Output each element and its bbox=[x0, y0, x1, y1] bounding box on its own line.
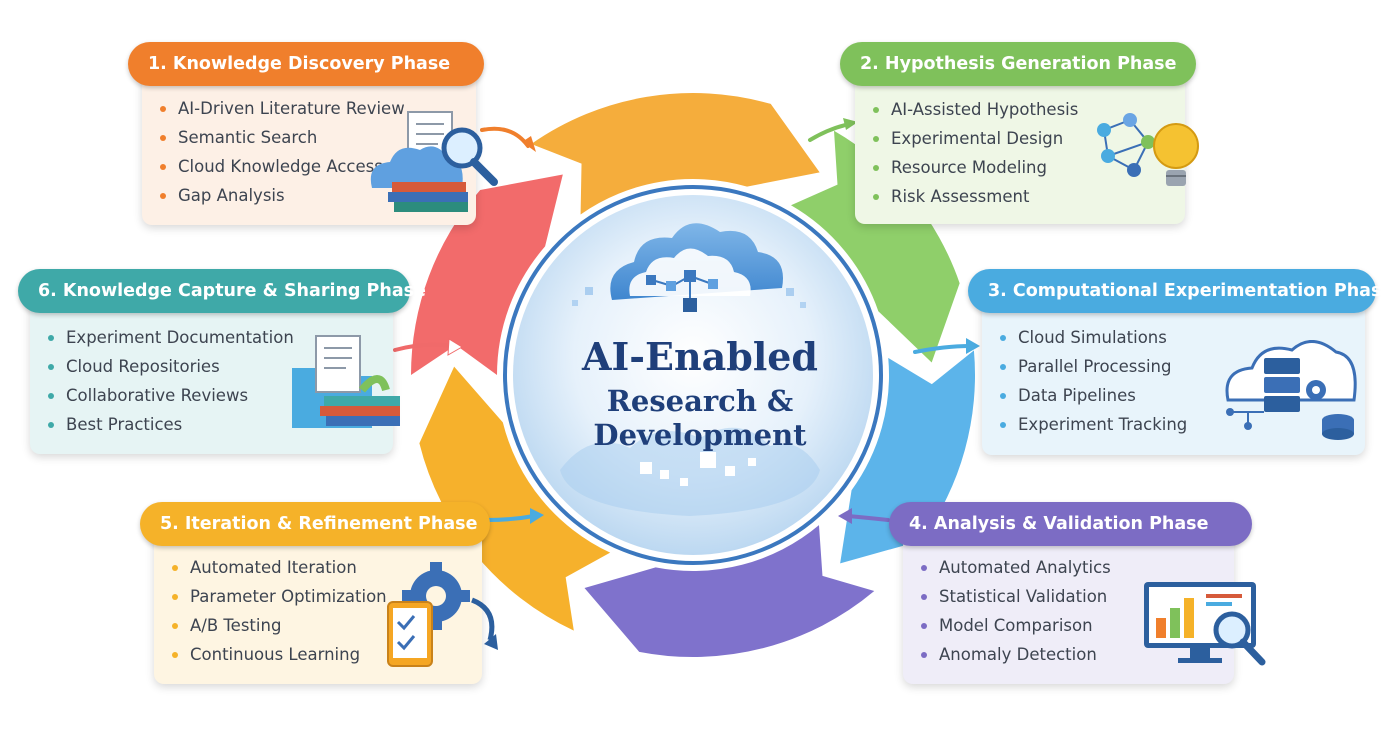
wheel-segment-phase-6 bbox=[411, 174, 563, 375]
phase-2-item: AI-Assisted Hypothesis bbox=[869, 100, 1078, 119]
phase-6-item: Best Practices bbox=[44, 415, 294, 434]
connector-arrow-3 bbox=[913, 344, 972, 354]
phase-1-item: Gap Analysis bbox=[156, 186, 405, 205]
phase-2-item: Risk Assessment bbox=[869, 187, 1078, 206]
wheel-segment-phase-1 bbox=[531, 93, 820, 215]
phase-3-title: 3. Computational Experimentation Phase bbox=[968, 269, 1393, 313]
phase-5-item: Automated Iteration bbox=[168, 558, 387, 577]
analytics-monitor-icon bbox=[1144, 582, 1266, 666]
phase-1-item: Semantic Search bbox=[156, 128, 405, 147]
cloud-server-icon bbox=[1225, 340, 1357, 440]
wheel-segment-phase-5 bbox=[419, 366, 611, 631]
phase-5-item: Parameter Optimization bbox=[168, 587, 387, 606]
phase-4-item: Automated Analytics bbox=[917, 558, 1111, 577]
phase-2-title: 2. Hypothesis Generation Phase bbox=[840, 42, 1196, 86]
phase-4-item: Anomaly Detection bbox=[917, 645, 1111, 664]
gear-tablet-icon bbox=[387, 562, 498, 667]
phase-3-item: Experiment Tracking bbox=[996, 415, 1187, 434]
phase-5-item: Continuous Learning bbox=[168, 645, 387, 664]
cloud-network-icon bbox=[572, 223, 806, 312]
phase-4-item: Model Comparison bbox=[917, 616, 1111, 635]
phase-2-item: Experimental Design bbox=[869, 129, 1078, 148]
phase-2-panel: AI-Assisted Hypothesis Experimental Desi… bbox=[855, 66, 1185, 224]
network-lightbulb-icon bbox=[1097, 113, 1199, 186]
phase-6-item: Collaborative Reviews bbox=[44, 386, 294, 405]
globe-border bbox=[503, 185, 883, 565]
phase-4-title: 4. Analysis & Validation Phase bbox=[889, 502, 1252, 546]
phase-5-title: 5. Iteration & Refinement Phase bbox=[140, 502, 490, 546]
center-title-line2: Research & Development bbox=[593, 384, 807, 452]
literature-search-icon bbox=[370, 111, 498, 212]
phase-6-title: 6. Knowledge Capture & Sharing Phase bbox=[18, 269, 426, 313]
phase-3-item: Data Pipelines bbox=[996, 386, 1187, 405]
documents-books-icon bbox=[292, 335, 400, 428]
phase-3-item: Cloud Simulations bbox=[996, 328, 1187, 347]
wheel-segment-phase-4 bbox=[584, 525, 875, 657]
phase-1-item: AI-Driven Literature Review bbox=[156, 99, 405, 118]
connector-arrow-6 bbox=[393, 342, 454, 352]
phase-6-item: Cloud Repositories bbox=[44, 357, 294, 376]
phase-5-item: A/B Testing bbox=[168, 616, 387, 635]
phase-2-item: Resource Modeling bbox=[869, 158, 1078, 177]
phase-4-item: Statistical Validation bbox=[917, 587, 1111, 606]
center-title-line1: AI-Enabled bbox=[582, 334, 818, 379]
phase-6-item: Experiment Documentation bbox=[44, 328, 294, 347]
phase-3-item: Parallel Processing bbox=[996, 357, 1187, 376]
phase-1-title: 1. Knowledge Discovery Phase bbox=[128, 42, 484, 86]
phase-1-item: Cloud Knowledge Access bbox=[156, 157, 405, 176]
wheel-segment-phase-3 bbox=[840, 350, 975, 564]
bottom-cloud-decoration bbox=[560, 427, 820, 516]
wheel-segment-phase-2 bbox=[791, 130, 960, 363]
